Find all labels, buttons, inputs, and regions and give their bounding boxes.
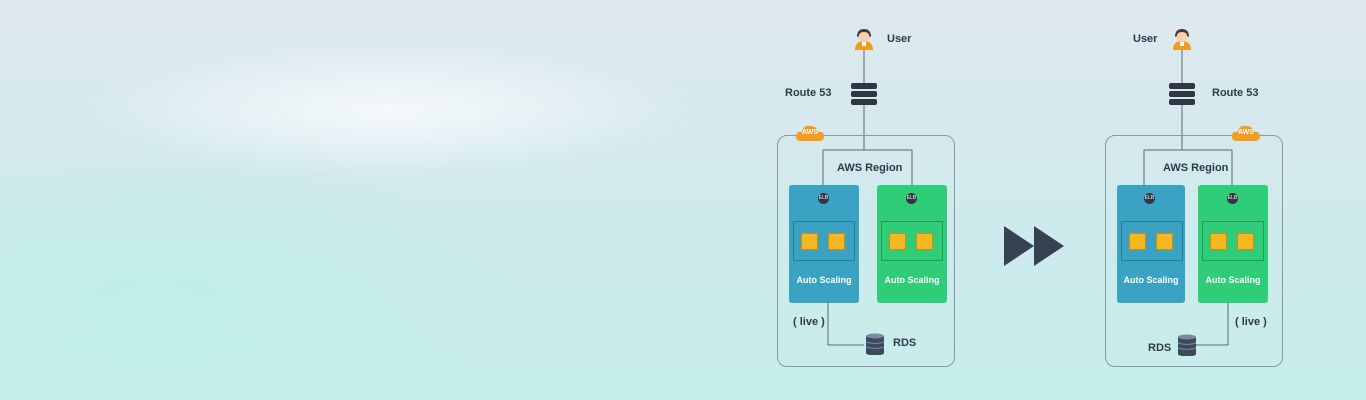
ec2-instance-icon [1210,233,1227,250]
connection-lines [820,48,913,346]
instance-group [1121,221,1183,261]
live-label: ( live ) [793,316,825,328]
auto-scaling-label: Auto Scaling [884,275,940,285]
ec2-instance-icon [1129,233,1146,250]
aws-cloud-icon: AWS [795,124,825,142]
aws-region-box [1105,135,1283,367]
instance-group [793,221,855,261]
availability-zone-green: ELB Auto Scaling [877,185,947,303]
elb-icon: ELB [1144,193,1155,204]
elb-icon: ELB [906,193,917,204]
aws-badge-text: AWS [802,129,818,136]
availability-zone-blue: ELB Auto Scaling [789,185,859,303]
ec2-instance-icon [1237,233,1254,250]
user-icon [1169,28,1195,50]
rds-label: RDS [1148,342,1172,354]
route53-server-icon [851,83,877,105]
route53-label: Route 53 [1212,87,1259,99]
aws-cloud-icon: AWS [1231,124,1261,142]
ec2-instance-icon [801,233,818,250]
instance-group [881,221,943,261]
elb-icon: ELB [818,193,829,204]
availability-zone-green: ELB Auto Scaling [1198,185,1268,303]
user-icon [851,28,877,50]
database-icon [1177,334,1197,357]
database-icon [865,333,885,356]
rds-label: RDS [893,337,917,349]
ec2-instance-icon [828,233,845,250]
elb-label: ELB [1227,195,1238,201]
aws-badge-text: AWS [1238,129,1254,136]
user-label: User [1133,33,1158,45]
auto-scaling-label: Auto Scaling [1205,275,1261,285]
route53-server-icon [1169,83,1195,105]
aws-region-label: AWS Region [837,162,903,174]
availability-zone-blue: ELB Auto Scaling [1117,185,1185,303]
elb-label: ELB [906,195,917,201]
elb-label: ELB [818,195,829,201]
diagram-after: User Route 53 AWS AWS Region ELB [1088,0,1366,400]
aws-region-label: AWS Region [1163,162,1229,174]
ec2-instance-icon [889,233,906,250]
diagram-before: User Route 53 AWS AWS Region ELB Auto Sc… [760,0,1060,400]
elb-label: ELB [1144,195,1155,201]
ec2-instance-icon [1156,233,1173,250]
ec2-instance-icon [916,233,933,250]
aws-region-box [777,135,955,367]
auto-scaling-label: Auto Scaling [796,275,852,285]
live-label: ( live ) [1235,316,1267,328]
user-label: User [887,33,912,45]
route53-label: Route 53 [785,87,832,99]
elb-icon: ELB [1227,193,1238,204]
fast-forward-icon [1004,226,1066,266]
auto-scaling-label: Auto Scaling [1123,275,1179,285]
instance-group [1202,221,1264,261]
